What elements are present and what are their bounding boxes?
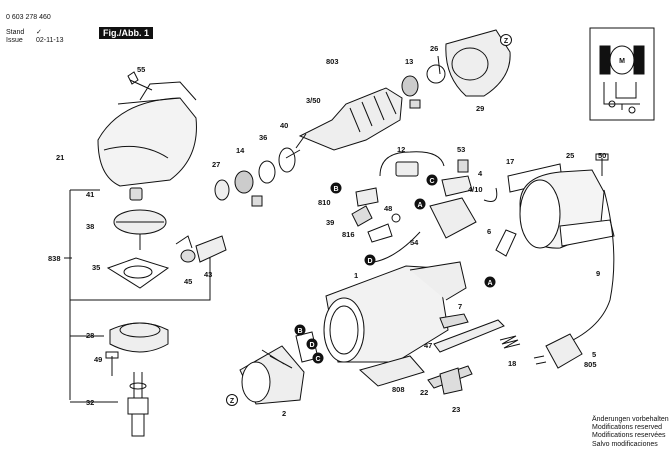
marker-b-top-text: B <box>333 186 338 193</box>
label-49: 49 <box>94 355 103 364</box>
label-29: 29 <box>476 104 485 113</box>
label-21: 21 <box>56 153 65 162</box>
marker-c-top <box>426 174 438 186</box>
label-2: 2 <box>282 409 287 418</box>
label-838: 838 <box>48 254 61 263</box>
part-number: 0 603 278 460 <box>6 14 51 21</box>
label-13: 13 <box>405 57 414 66</box>
label-26: 26 <box>430 44 439 53</box>
label-55: 55 <box>137 65 146 74</box>
marker-a-top-text: A <box>417 202 422 209</box>
label-54: 54 <box>410 238 419 247</box>
label-4: 4 <box>478 169 483 178</box>
label-14: 14 <box>236 146 245 155</box>
marker-a-right <box>484 276 496 288</box>
marker-z-bottom-text: Z <box>230 398 235 405</box>
label-5: 5 <box>592 350 597 359</box>
stand-label: Stand <box>6 29 25 36</box>
motor-m-symbol: M <box>619 58 625 65</box>
marker-z-top <box>500 34 512 46</box>
label-816: 816 <box>342 230 355 239</box>
marker-b-bottom <box>294 324 306 336</box>
label-27: 27 <box>212 160 221 169</box>
label-1: 1 <box>354 271 359 280</box>
issue-date: 02-11-13 <box>36 37 64 44</box>
note-line-2: Modifications reserved <box>592 424 663 432</box>
marker-d-bottom <box>306 338 318 350</box>
label-35: 35 <box>92 263 101 272</box>
label-28: 28 <box>86 331 95 340</box>
label-48: 48 <box>384 204 393 213</box>
marker-a-right-text: A <box>487 280 492 287</box>
marker-c-top-text: C <box>429 178 434 185</box>
issue-label: Issue <box>6 37 23 44</box>
label-12: 12 <box>397 145 406 154</box>
label-45: 45 <box>184 277 193 286</box>
marker-z-bottom <box>226 394 238 406</box>
label-23: 23 <box>452 405 461 414</box>
label-50: 50 <box>598 151 607 160</box>
marker-z-top-text: Z <box>504 38 509 45</box>
label-803: 803 <box>326 57 339 66</box>
label-41: 41 <box>86 190 95 199</box>
label-25: 25 <box>566 151 575 160</box>
label-810: 810 <box>318 198 331 207</box>
note-line-4: Salvo modificaciones <box>592 440 658 448</box>
label-22: 22 <box>420 388 429 397</box>
label-39: 39 <box>326 218 335 227</box>
label-40: 40 <box>280 121 289 130</box>
modifications-note: Änderungen vorbehalten Modifications res… <box>592 416 669 449</box>
label-17: 17 <box>506 157 515 166</box>
note-line-3: Modifications reservées <box>592 432 666 440</box>
label-43: 43 <box>204 270 213 279</box>
label-47: 47 <box>424 341 433 350</box>
label-805: 805 <box>584 360 597 369</box>
armature <box>298 87 403 151</box>
figure-label: Fig./Abb. 1 <box>99 27 153 39</box>
label-38: 38 <box>86 222 95 231</box>
marker-d-bottom-text: D <box>309 342 314 349</box>
marker-b-bottom-text: B <box>297 328 302 335</box>
marker-b-top <box>330 182 342 194</box>
label-4-10: 4/10 <box>468 185 483 194</box>
label-32: 32 <box>86 398 95 407</box>
label-7: 7 <box>458 302 463 311</box>
stand-signature-icon: ✓ <box>36 29 42 36</box>
marker-a-top <box>414 198 426 210</box>
note-line-1: Änderungen vorbehalten <box>592 416 669 423</box>
gear-housing <box>97 97 197 187</box>
label-9: 9 <box>596 269 601 278</box>
label-36: 36 <box>259 133 268 142</box>
marker-c-bottom <box>312 352 324 364</box>
marker-d-top-text: D <box>367 258 372 265</box>
label-808: 808 <box>392 385 405 394</box>
marker-c-bottom-text: C <box>315 356 320 363</box>
label-3-50: 3/50 <box>306 96 321 105</box>
marker-d-top <box>364 254 376 266</box>
label-18: 18 <box>508 359 517 368</box>
label-53: 53 <box>457 145 466 154</box>
label-6: 6 <box>487 227 492 236</box>
